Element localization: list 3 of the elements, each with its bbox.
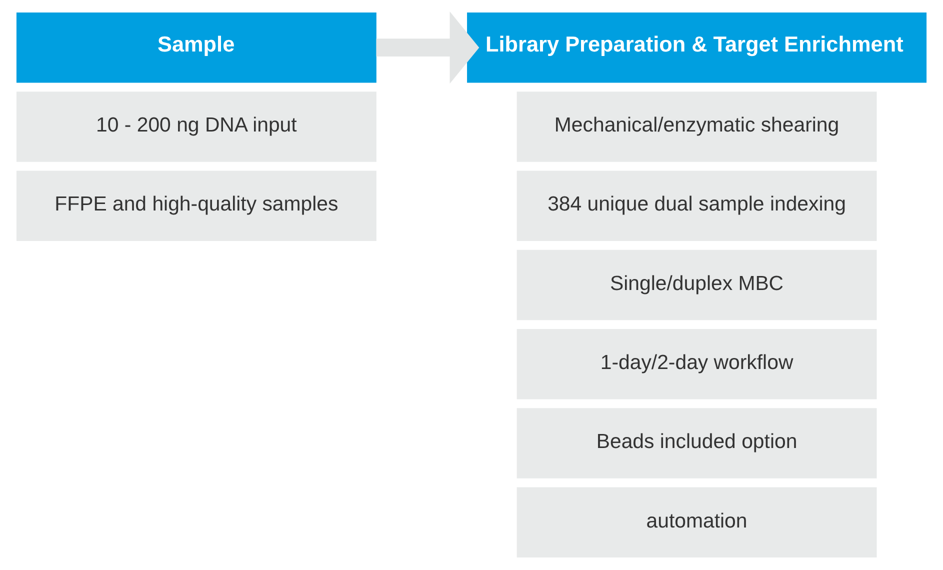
node-box: Library Preparation & Target Enrichment bbox=[467, 12, 927, 83]
node-box: Sample bbox=[16, 12, 376, 83]
arrow bbox=[376, 12, 480, 84]
